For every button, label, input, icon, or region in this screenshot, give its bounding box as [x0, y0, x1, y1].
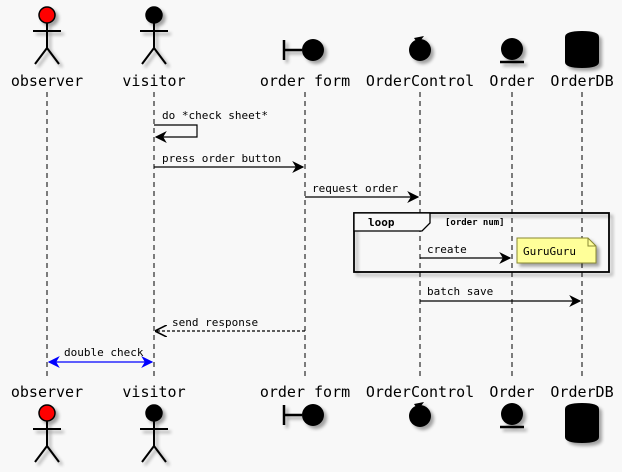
- participant-label-order-db-bottom: OrderDB: [550, 383, 613, 401]
- loop-label-tab: [353, 212, 431, 232]
- observer-actor-icon: [33, 6, 61, 65]
- participant-label-observer-bottom: observer: [11, 383, 83, 401]
- message-label-send-response: send response: [172, 316, 258, 329]
- message-label-press-order: press order button: [162, 152, 281, 165]
- participant-label-order-db: OrderDB: [550, 72, 613, 90]
- participant-label-order: Order: [489, 72, 534, 90]
- visitor-actor-icon: [140, 6, 168, 65]
- loop-keyword: loop: [368, 216, 395, 229]
- database-icon-bottom: [565, 403, 599, 443]
- participant-label-observer: observer: [11, 72, 83, 90]
- loop-condition: [order num]: [445, 218, 505, 228]
- database-icon: [565, 31, 599, 68]
- message-label-request-order: request order: [312, 182, 398, 195]
- message-label-double-check: double check: [64, 346, 144, 359]
- participant-label-visitor-bottom: visitor: [122, 383, 185, 401]
- participant-label-order-form-bottom: order form: [260, 383, 350, 401]
- visitor-actor-icon-bottom: [140, 404, 168, 463]
- entity-icon: [500, 38, 524, 64]
- observer-actor-icon-bottom: [33, 404, 61, 463]
- control-icon: [409, 36, 431, 61]
- message-label-batch-save: batch save: [427, 285, 493, 298]
- message-arrow-check-sheet: [154, 124, 198, 143]
- entity-icon-bottom: [500, 403, 524, 429]
- participant-label-visitor: visitor: [122, 72, 185, 90]
- loop-frame: [353, 212, 610, 273]
- participant-label-order-control-bottom: OrderControl: [366, 383, 474, 401]
- boundary-icon: [282, 39, 324, 61]
- participant-label-order-bottom: Order: [489, 383, 534, 401]
- boundary-icon-bottom: [282, 404, 324, 426]
- note-text: GuruGuru: [523, 245, 576, 258]
- note-guruguru: [516, 237, 597, 264]
- participant-label-order-control: OrderControl: [366, 72, 474, 90]
- message-label-check-sheet: do *check sheet*: [162, 109, 268, 122]
- message-label-create: create: [427, 243, 467, 256]
- participant-label-order-form: order form: [260, 72, 350, 90]
- control-icon-bottom: [409, 402, 431, 427]
